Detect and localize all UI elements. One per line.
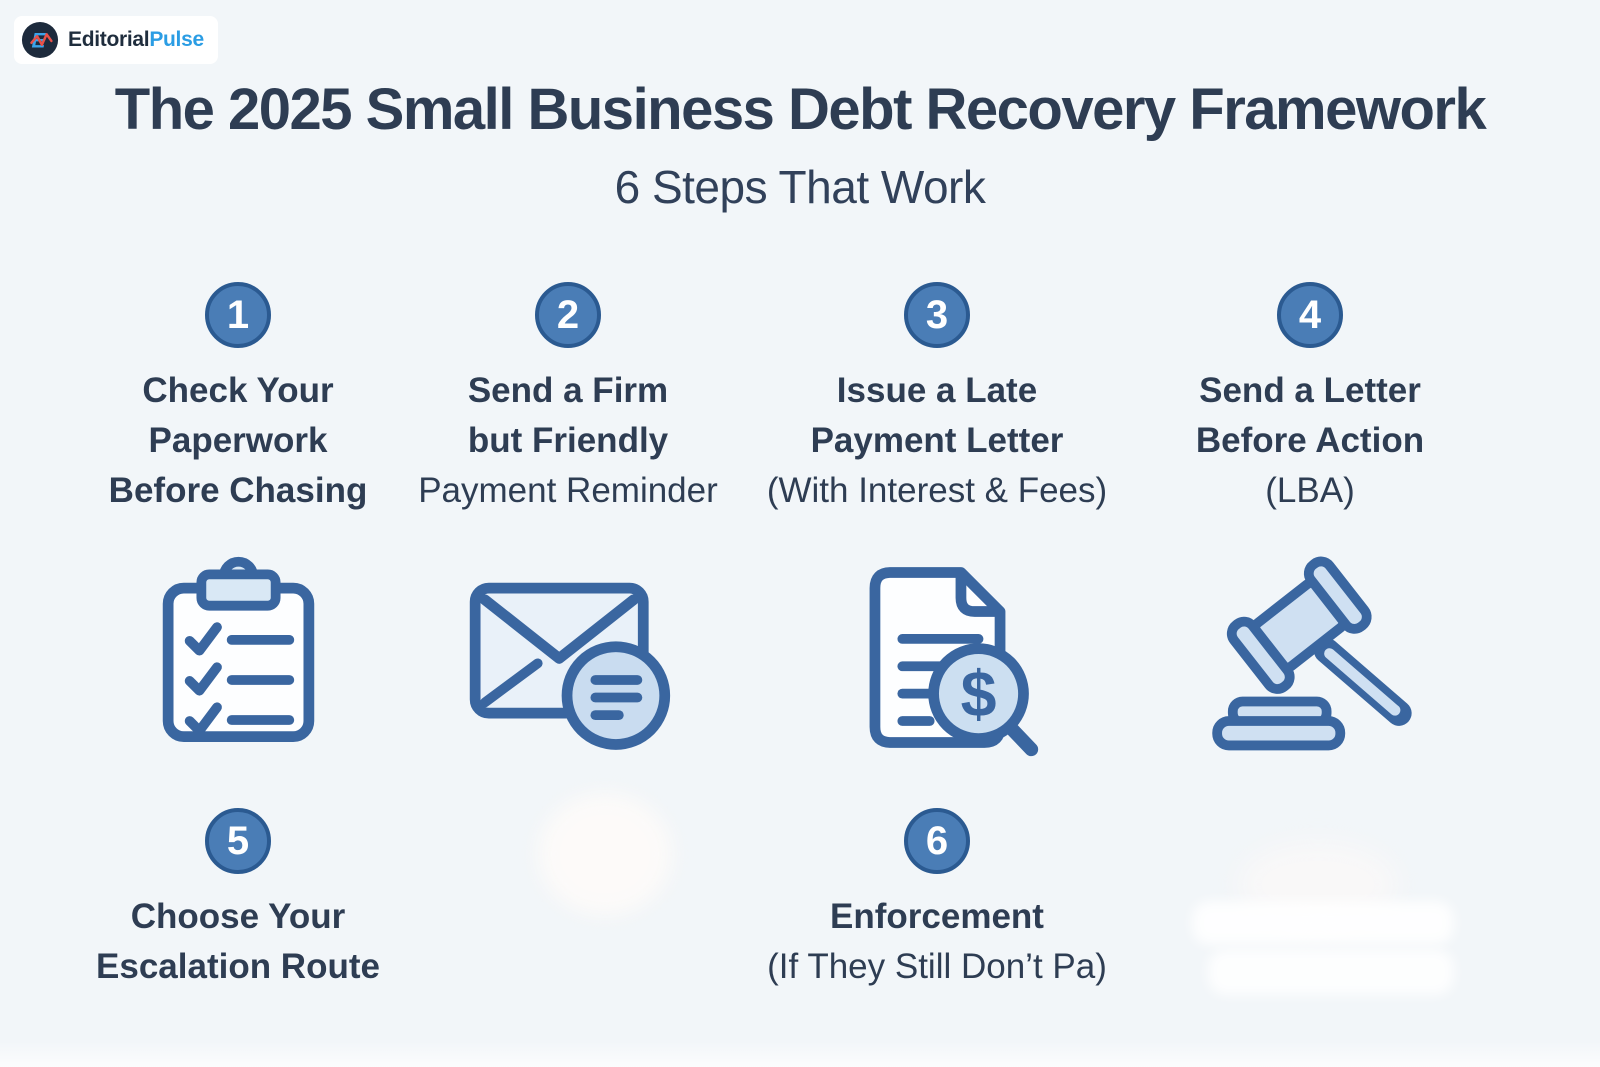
pulse-monogram-icon: E: [21, 21, 59, 59]
clipboard-checklist-icon: [123, 544, 353, 769]
step-3-title-line: (With Interest & Fees): [766, 471, 1108, 510]
step-5-title-line: Choose Your: [130, 897, 346, 936]
envelope-message-icon: [453, 544, 683, 769]
step-4-title-line: Before Action: [1195, 421, 1425, 460]
step-6-title-line: Enforcement: [830, 897, 1044, 936]
brand-name-accent: Pulse: [149, 28, 204, 51]
brand-logo: E EditorialPulse: [14, 16, 218, 64]
step-3-title-line: Payment Letter: [810, 421, 1064, 460]
step-2-column: 2 Send a Firm but Friendly Payment Remin…: [378, 282, 758, 750]
step-3-title-line: Issue a Late: [836, 371, 1038, 410]
gavel-icon: [1195, 544, 1425, 769]
step-2-title-line: but Friendly: [467, 421, 669, 460]
step-6-number: 6: [925, 818, 949, 863]
step-2-title: Send a Firm but Friendly Payment Reminde…: [378, 366, 758, 516]
step-4-title: Send a Letter Before Action (LBA): [1120, 366, 1500, 516]
step-4-number-badge: 4: [1277, 282, 1343, 348]
step-4-title-line: (LBA): [1265, 471, 1355, 510]
step-1-title-line: Check Your: [142, 371, 334, 410]
step-5-column: 5 Choose Your Escalation Route: [48, 808, 428, 992]
step-5-title: Choose Your Escalation Route: [48, 892, 428, 992]
ghost-erased-smudge: [1192, 901, 1454, 945]
step-3-number: 3: [925, 292, 949, 337]
step-6-number-badge: 6: [904, 808, 970, 874]
invoice-dollar-magnifier-icon: $: [822, 544, 1052, 769]
step-5-number: 5: [226, 818, 250, 863]
step-6-title-line: (If They Still Don’t Pa): [767, 947, 1107, 986]
step-1-number: 1: [226, 292, 250, 337]
brand-name: EditorialPulse: [68, 28, 204, 52]
step-3-column: 3 Issue a Late Payment Letter (With Inte…: [747, 282, 1127, 757]
step-4-title-line: Send a Letter: [1199, 371, 1421, 410]
step-3-number-badge: 3: [904, 282, 970, 348]
step-2-number-badge: 2: [535, 282, 601, 348]
step-1-title-line: Paperwork: [148, 421, 328, 460]
brand-name-primary: Editorial: [68, 28, 150, 51]
bottom-edge-fade: [0, 1041, 1600, 1067]
step-1-title-line: Before Chasing: [108, 471, 368, 510]
step-6-column: 6 Enforcement (If They Still Don’t Pa): [747, 808, 1127, 992]
ghost-erased-blob: [1238, 842, 1398, 927]
page-title: The 2025 Small Business Debt Recovery Fr…: [114, 77, 1487, 142]
step-1-number-badge: 1: [205, 282, 271, 348]
step-2-title-line: Payment Reminder: [418, 471, 718, 510]
ghost-erased-blob: [538, 793, 672, 915]
step-4-column: 4 Send a Letter Before Action (LBA): [1120, 282, 1500, 751]
step-1-title: Check Your Paperwork Before Chasing: [48, 366, 428, 516]
step-1-column: 1 Check Your Paperwork Before Chasing: [48, 282, 428, 743]
step-5-number-badge: 5: [205, 808, 271, 874]
step-6-title: Enforcement (If They Still Don’t Pa): [747, 892, 1127, 992]
step-2-number: 2: [556, 292, 580, 337]
page-subtitle: 6 Steps That Work: [614, 161, 986, 213]
step-2-title-line: Send a Firm: [467, 371, 669, 410]
ghost-erased-smudge: [1208, 949, 1454, 995]
step-5-title-line: Escalation Route: [96, 947, 380, 986]
step-3-title: Issue a Late Payment Letter (With Intere…: [747, 366, 1127, 516]
step-4-number: 4: [1298, 292, 1322, 337]
svg-text:$: $: [960, 658, 996, 730]
